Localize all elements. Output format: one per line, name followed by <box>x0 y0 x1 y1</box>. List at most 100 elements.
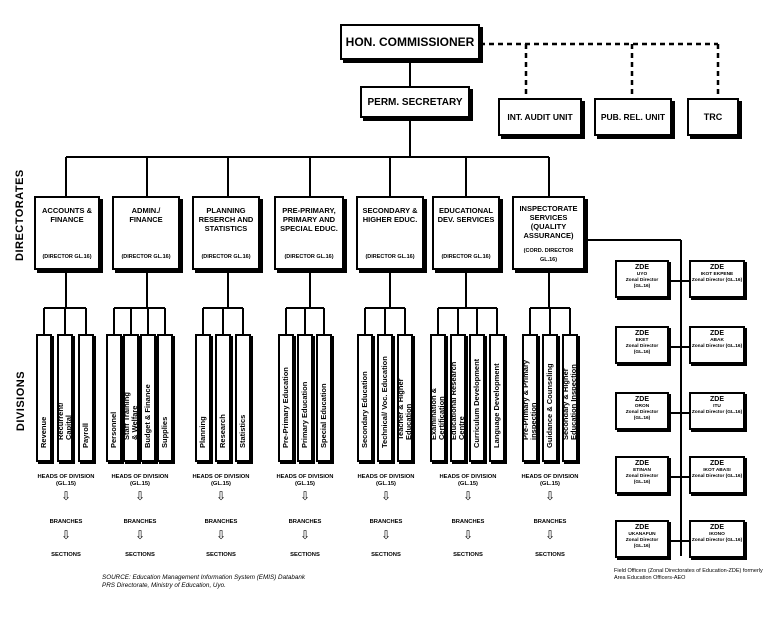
sections-label: SECTIONS <box>290 552 320 558</box>
zde-role: Zonal Director (GL.16) <box>625 344 659 355</box>
down-arrow-icon: ⇩ <box>215 489 227 503</box>
pubrel-unit-box: PUB. REL. UNIT <box>594 98 672 136</box>
heads-of-division-label: HEADS OF DIVISION (GL.15) <box>111 474 169 487</box>
division-label: Statistics <box>238 414 247 448</box>
heads-of-division-label: HEADS OF DIVISION (GL.15) <box>192 474 250 487</box>
trc-label: TRC <box>703 112 723 122</box>
zde-place: ITU <box>713 404 721 409</box>
directorate-name: PLANNING RESERCH AND STATISTICS <box>198 206 254 233</box>
division-label: Payroll <box>81 422 90 448</box>
division-box: Guidance & Counseling <box>542 334 558 462</box>
zde-title: ZDE <box>635 460 649 467</box>
zde-box-etinan: ZDE ETINAN Zonal Director (GL.16) <box>615 456 669 494</box>
zde-role: Zonal Director (GL.16) <box>691 278 743 283</box>
zde-box-abak: ZDE ABAK Zonal Director (GL.16) <box>689 326 745 364</box>
zde-place: ORON <box>634 404 650 409</box>
zde-title: ZDE <box>635 330 649 337</box>
division-label: Language Development <box>492 363 501 448</box>
down-arrow-icon: ⇩ <box>134 528 146 542</box>
zde-place: EKET <box>635 338 649 343</box>
division-label: Primary Education <box>300 381 309 448</box>
directorate-planning: PLANNING RESERCH AND STATISTICS (DIRECTO… <box>192 196 260 270</box>
division-label: Personnel <box>109 411 118 448</box>
zde-footnote: Field Officers (Zonal Directorates of Ed… <box>614 568 763 581</box>
zde-box-ikot-ekpene: ZDE IKOT EKPENE Zonal Director (GL.16) <box>689 260 745 298</box>
division-box: Technical/ Voc. Education <box>377 334 393 462</box>
zde-box-ikono: ZDE IKONO Zonal Director (GL.16) <box>689 520 745 558</box>
directorate-name: INSPECTORATE SERVICES (QUALITY ASSURANCE… <box>519 204 578 240</box>
down-arrow-icon: ⇩ <box>215 528 227 542</box>
audit-unit-box: INT. AUDIT UNIT <box>498 98 582 136</box>
zde-role: Zonal Director (GL.16) <box>625 538 659 549</box>
division-label: Educational Research Centre <box>449 361 466 440</box>
branches-label: BRANCHES <box>204 519 238 525</box>
division-box: Supplies <box>157 334 173 462</box>
division-box: Special Education <box>316 334 332 462</box>
division-label: Revenue <box>39 416 48 448</box>
directorate-grade: (CORD. DIRECTOR GL.16) <box>523 248 574 263</box>
sections-label: SECTIONS <box>51 552 81 558</box>
directorate-primary-education: PRE-PRIMARY, PRIMARY AND SPECIAL EDUC. (… <box>274 196 344 270</box>
zde-role: Zonal Director (GL.16) <box>691 344 743 349</box>
division-box: Pre-Primary Education <box>278 334 294 462</box>
division-label: Staff Training & Welfare <box>122 392 139 440</box>
zde-box-itu: ZDE ITU Zonal Director (GL.16) <box>689 392 745 430</box>
division-box: Pre-Primary & Primary inspection <box>521 334 538 462</box>
division-label: Planning <box>198 416 207 448</box>
down-arrow-icon: ⇩ <box>380 489 392 503</box>
trc-box: TRC <box>687 98 739 136</box>
heads-of-division-label: HEADS OF DIVISION (GL.15) <box>37 474 95 487</box>
division-box: Revenue <box>36 334 52 462</box>
division-box: Secondary Education <box>357 334 373 462</box>
zde-place: ETINAN <box>633 468 651 473</box>
zde-box-ikot-abasi: ZDE IKOT ABASI Zonal Director (GL.16) <box>689 456 745 494</box>
zde-title: ZDE <box>635 524 649 531</box>
zde-title: ZDE <box>635 396 649 403</box>
down-arrow-icon: ⇩ <box>462 528 474 542</box>
heads-of-division-label: HEADS OF DIVISION (GL.15) <box>439 474 497 487</box>
zde-role: Zonal Director (GL.16) <box>691 538 743 543</box>
heads-of-division-label: HEADS OF DIVISION (GL.15) <box>276 474 334 487</box>
secretary-box: PERM. SECRETARY <box>360 86 470 118</box>
divisions-side-label: DIVISIONS <box>15 370 27 432</box>
division-box: Planning <box>195 334 211 462</box>
division-label: Examination & Certification <box>429 387 446 440</box>
zde-place: UKANAFUN <box>628 532 656 537</box>
division-box: Primary Education <box>297 334 313 462</box>
sections-label: SECTIONS <box>371 552 401 558</box>
division-label: Secondary Education <box>360 371 369 448</box>
directorate-name: PRE-PRIMARY, PRIMARY AND SPECIAL EDUC. <box>280 206 338 233</box>
branches-label: BRANCHES <box>49 519 83 525</box>
source-note: SOURCE: Education Management Information… <box>102 574 305 589</box>
branches-label: BRANCHES <box>533 519 567 525</box>
division-label: Research <box>218 414 227 448</box>
directorate-educational-dev: EDUCATIONAL DEV. SERVICES (DIRECTOR GL.1… <box>432 196 500 270</box>
zde-place: IKOT EKPENE <box>700 272 734 277</box>
zde-role: Zonal Director (GL.16) <box>691 474 743 479</box>
division-label: Budget & Finance <box>143 384 152 448</box>
division-box: Educational Research Centre <box>449 334 466 462</box>
zde-title: ZDE <box>635 264 649 271</box>
division-box: Statistics <box>235 334 251 462</box>
directorate-admin-finance: ADMIN./ FINANCE (DIRECTOR GL.16) <box>112 196 180 270</box>
sections-label: SECTIONS <box>125 552 155 558</box>
zde-title: ZDE <box>710 330 724 337</box>
division-box: Research <box>215 334 231 462</box>
directorate-grade: (DIRECTOR GL.16) <box>284 254 334 260</box>
directorate-name: SECONDARY & HIGHER EDUC. <box>362 206 418 224</box>
division-label: Recurrent/ Capital <box>56 402 73 440</box>
zde-title: ZDE <box>710 524 724 531</box>
down-arrow-icon: ⇩ <box>462 489 474 503</box>
division-box: Payroll <box>78 334 94 462</box>
branches-label: BRANCHES <box>288 519 322 525</box>
division-box: Teacher & Higher Education <box>396 334 413 462</box>
directorate-grade: (DIRECTOR GL.16) <box>121 254 171 260</box>
branches-label: BRANCHES <box>369 519 403 525</box>
down-arrow-icon: ⇩ <box>60 528 72 542</box>
division-label: Secondary & Higher Education Inspection <box>561 364 578 440</box>
division-label: Teacher & Higher Education <box>396 378 413 440</box>
sections-label: SECTIONS <box>535 552 565 558</box>
down-arrow-icon: ⇩ <box>380 528 392 542</box>
commissioner-label: HON. COMMISSIONER <box>345 35 475 49</box>
zde-place: IKONO <box>709 532 725 537</box>
